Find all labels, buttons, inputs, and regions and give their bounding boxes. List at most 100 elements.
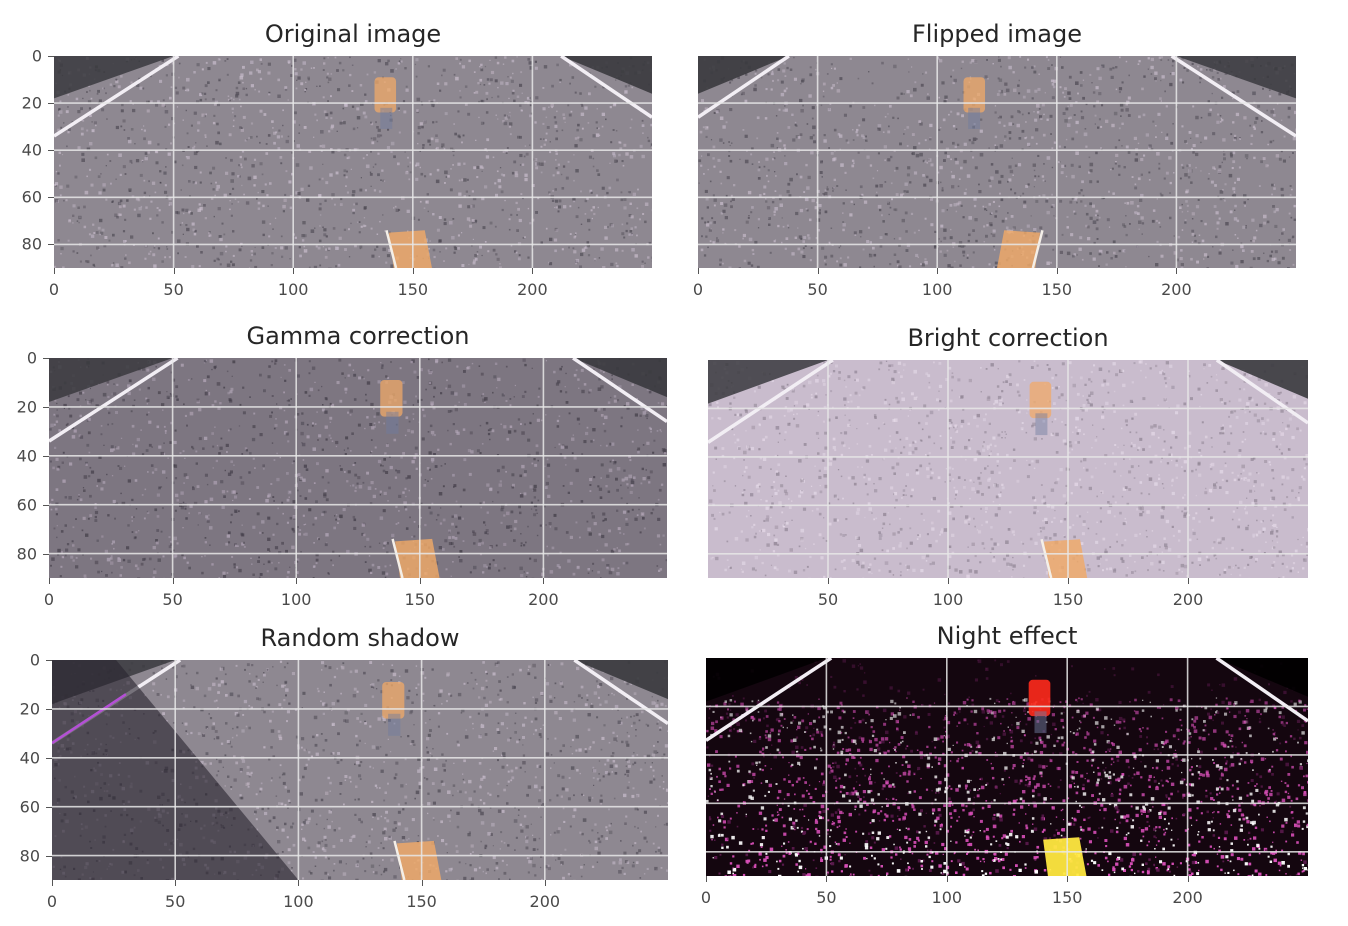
near-object bbox=[388, 230, 432, 268]
y-tick-mark bbox=[46, 660, 52, 661]
panel-title-flipped: Flipped image bbox=[912, 20, 1082, 48]
x-tick-label: 50 bbox=[165, 892, 186, 911]
panel-image-gamma bbox=[49, 358, 667, 578]
road-edge-shade bbox=[708, 360, 828, 404]
y-tick-mark bbox=[48, 150, 54, 152]
lane-line-right bbox=[698, 56, 790, 119]
near-object bbox=[997, 230, 1041, 268]
x-tick-label: 200 bbox=[1172, 590, 1204, 609]
x-tick-label: 100 bbox=[283, 892, 314, 911]
y-tick-mark bbox=[46, 806, 52, 808]
x-tick-mark bbox=[54, 268, 55, 274]
pedestrian-far bbox=[380, 380, 403, 417]
x-tick-mark bbox=[544, 880, 546, 886]
y-tick-mark bbox=[48, 197, 54, 199]
lane-line-left bbox=[54, 56, 180, 138]
y-tick-mark bbox=[48, 56, 54, 57]
x-tick-mark bbox=[1188, 578, 1189, 584]
x-tick-mark bbox=[419, 578, 421, 584]
y-tick-label: 0 bbox=[26, 348, 37, 368]
x-tick-mark bbox=[173, 268, 175, 274]
x-tick-label: 150 bbox=[397, 280, 429, 299]
panel-title-shadow: Random shadow bbox=[260, 624, 460, 652]
x-tick-label: 150 bbox=[1052, 590, 1084, 609]
panel-image-flipped bbox=[698, 56, 1296, 268]
x-tick-mark bbox=[1056, 268, 1058, 274]
x-tick-mark bbox=[826, 876, 828, 882]
x-tick-label: 100 bbox=[931, 888, 963, 907]
lane-line-left bbox=[706, 658, 833, 742]
near-object bbox=[1043, 837, 1087, 876]
panel-image-original bbox=[54, 56, 652, 268]
x-tick-mark bbox=[948, 578, 949, 584]
road-edge-shade bbox=[574, 660, 668, 700]
x-tick-mark bbox=[706, 876, 707, 882]
road-surface bbox=[698, 56, 1296, 268]
x-tick-label: 150 bbox=[404, 590, 436, 609]
x-tick-label: 50 bbox=[817, 590, 839, 609]
x-tick-label: 50 bbox=[163, 280, 184, 299]
y-tick-mark bbox=[48, 244, 54, 246]
near-object bbox=[395, 538, 440, 578]
panel-title-gamma: Gamma correction bbox=[246, 322, 470, 350]
x-tick-mark bbox=[1176, 268, 1178, 274]
x-tick-label: 200 bbox=[528, 590, 559, 609]
x-tick-label: 50 bbox=[807, 280, 828, 299]
road-edge-shade bbox=[49, 358, 173, 402]
x-tick-label: 200 bbox=[517, 280, 548, 299]
x-tick-mark bbox=[698, 268, 699, 274]
y-tick-mark bbox=[48, 103, 54, 105]
near-object bbox=[1044, 539, 1088, 578]
x-tick-mark bbox=[172, 578, 174, 584]
x-tick-mark bbox=[828, 578, 829, 584]
lane-line-right bbox=[572, 358, 667, 424]
x-tick-mark bbox=[175, 880, 177, 886]
x-tick-label: 150 bbox=[406, 892, 437, 911]
x-tick-mark bbox=[946, 876, 948, 882]
x-tick-label: 150 bbox=[1041, 280, 1073, 299]
panel-image-shadow bbox=[52, 660, 668, 880]
x-tick-label: 100 bbox=[932, 590, 964, 609]
y-tick-mark bbox=[46, 757, 52, 759]
panel-image-night bbox=[706, 658, 1308, 876]
y-tick-mark bbox=[43, 406, 49, 408]
x-tick-label: 100 bbox=[280, 590, 312, 609]
y-tick-label: 80 bbox=[21, 234, 42, 254]
lane-line-left bbox=[1170, 56, 1296, 138]
x-tick-label: 0 bbox=[48, 280, 60, 299]
pedestrian-far bbox=[374, 77, 397, 113]
y-tick-label: 0 bbox=[31, 46, 42, 66]
x-tick-label: 150 bbox=[1051, 888, 1083, 907]
pedestrian-far bbox=[382, 682, 405, 719]
y-tick-label: 80 bbox=[19, 846, 40, 866]
x-tick-mark bbox=[421, 880, 423, 886]
y-tick-label: 40 bbox=[21, 140, 42, 160]
lane-line-right bbox=[1215, 360, 1308, 425]
pedestrian-far bbox=[963, 77, 986, 113]
x-tick-label: 50 bbox=[816, 888, 837, 907]
panel-image-bright bbox=[708, 360, 1308, 578]
x-tick-mark bbox=[937, 268, 939, 274]
x-tick-label: 0 bbox=[43, 590, 55, 609]
y-tick-label: 40 bbox=[19, 748, 40, 768]
panel-title-bright: Bright correction bbox=[907, 324, 1109, 352]
y-tick-label: 20 bbox=[21, 93, 42, 113]
lane-line-left bbox=[49, 358, 179, 443]
x-tick-label: 100 bbox=[921, 280, 953, 299]
x-tick-label: 0 bbox=[700, 888, 712, 907]
lane-line-left bbox=[708, 360, 834, 444]
x-tick-label: 200 bbox=[529, 892, 561, 911]
x-tick-mark bbox=[817, 268, 819, 274]
road-surface bbox=[708, 360, 1308, 578]
near-object bbox=[396, 840, 442, 880]
y-tick-mark bbox=[43, 553, 49, 555]
lane-line-right bbox=[1215, 658, 1308, 723]
y-tick-label: 0 bbox=[29, 650, 40, 670]
y-tick-label: 80 bbox=[16, 544, 37, 564]
y-tick-label: 40 bbox=[16, 446, 37, 466]
panel-title-night: Night effect bbox=[936, 622, 1078, 650]
x-tick-label: 100 bbox=[277, 280, 309, 299]
x-tick-mark bbox=[543, 578, 545, 584]
y-tick-mark bbox=[43, 358, 49, 359]
y-tick-mark bbox=[43, 455, 49, 457]
